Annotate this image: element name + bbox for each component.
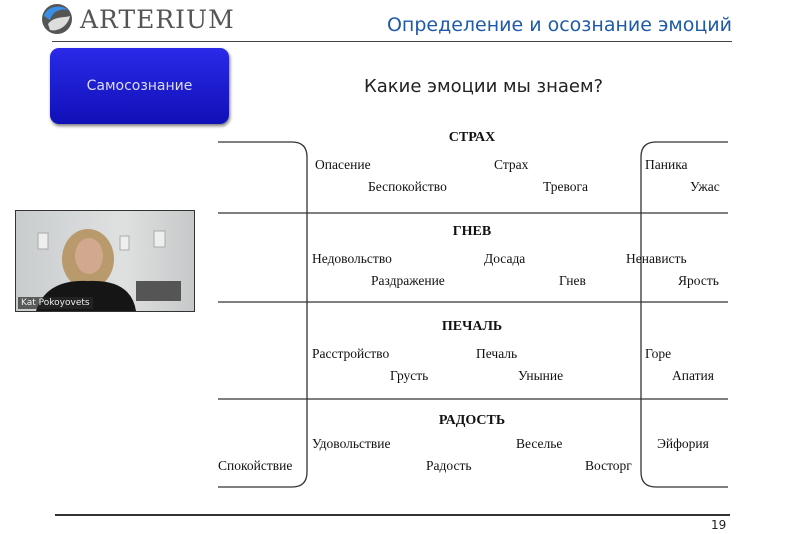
emotion-word: Опасение [315,157,371,172]
slide-title: Определение и осознание эмоций [386,14,732,36]
emotion-word: Гнев [559,273,586,288]
emotion-word: Ненависть [626,251,687,266]
emotion-word: Беспокойство [368,179,447,194]
page-number: 19 [711,518,727,532]
category-title: ПЕЧАЛЬ [441,319,503,334]
arterium-logo: ARTERIUM [40,2,235,36]
emotion-word: Веселье [516,436,563,451]
participant-video-frame [36,229,181,311]
emotion-word: Эйфория [657,436,709,451]
emotion-word: Страх [494,157,529,172]
emotion-word: Раздражение [371,273,445,288]
section-button[interactable]: Самосознание [50,48,229,124]
category-title: СТРАХ [448,130,496,145]
category-title: ГНЕВ [452,224,492,239]
emotion-word: Апатия [672,368,714,383]
emotion-word: Ярость [678,273,719,288]
emotion-word: Расстройство [312,346,390,361]
header-divider [52,41,732,42]
emotion-word: Ужас [690,179,720,194]
participant-name-label: Kat Pokoyovets [18,297,93,309]
emotion-word: Радость [426,458,472,473]
emotion-word: Досада [484,251,526,266]
emotion-word: Грусть [390,368,429,383]
emotion-word: Горе [645,346,672,361]
emotion-word: Спокойствие [218,458,293,473]
category-title: РАДОСТЬ [438,413,506,428]
logo-swirl-icon [42,4,72,34]
emotion-word: Паника [645,157,688,172]
footer-divider [55,514,730,516]
emotion-word: Восторг [585,458,632,473]
emotion-word: Печаль [476,346,518,361]
emotion-word: Уныние [518,368,564,383]
emotion-word: Тревога [543,179,589,194]
slide-question: Какие эмоции мы знаем? [364,76,604,97]
emotion-word: Недовольство [312,251,392,266]
participant-video-tile[interactable]: Kat Pokoyovets [15,210,195,312]
emotion-word: Удовольствие [312,436,391,451]
